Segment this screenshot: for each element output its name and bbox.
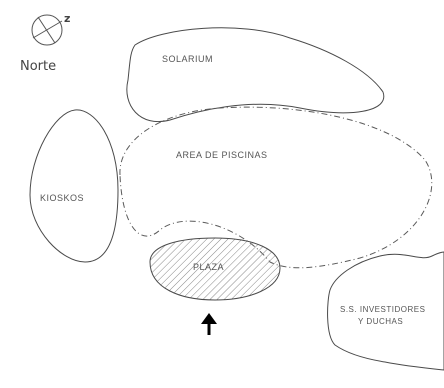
pool-area-outline [119,106,433,269]
solarium-outline [126,27,385,122]
plaza-outline [149,237,281,301]
compass-circle [31,14,63,46]
up-arrow-icon [201,313,217,335]
compass-mark: z [64,12,70,25]
compass-cross [37,16,56,44]
pool-area-label: AREA DE PISCINAS [176,150,268,160]
kioskos-outline [29,109,119,263]
kioskos-label: KIOSKOS [40,193,84,203]
restrooms-label-line1: S.S. INVESTIDORES [340,305,425,314]
plaza-label: PLAZA [193,262,224,272]
compass-label: Norte [20,59,56,74]
compass-needle [32,20,63,39]
solarium-label: SOLARIUM [162,54,213,64]
compass: z Norte [20,12,70,74]
restrooms-outline [327,251,444,371]
restrooms-label-line2: Y DUCHAS [358,317,403,326]
